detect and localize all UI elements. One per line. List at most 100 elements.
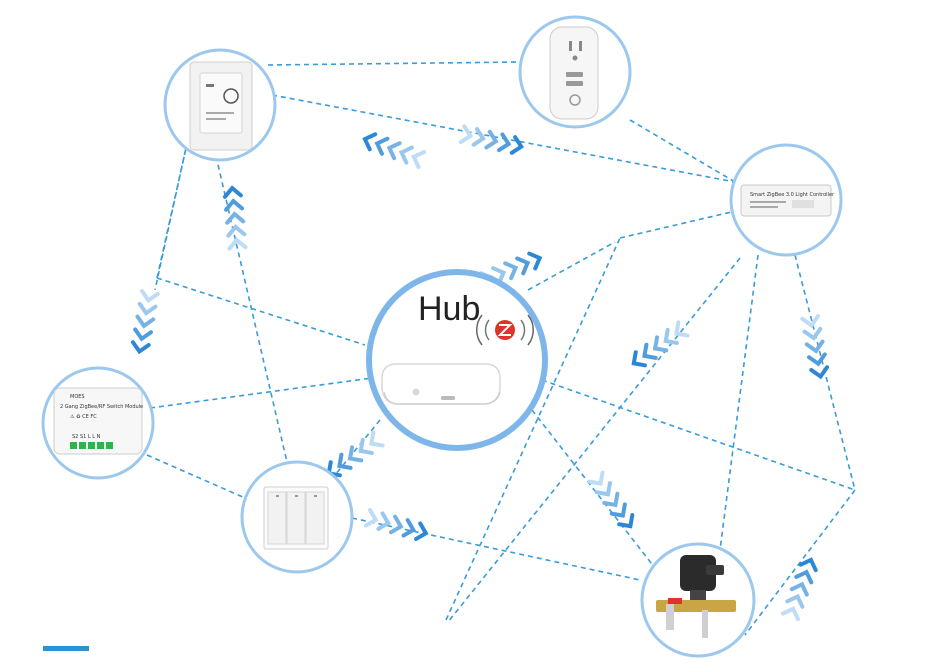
chevron-arrow-group xyxy=(631,320,690,368)
mesh-link xyxy=(447,257,741,623)
chevron xyxy=(794,569,814,585)
chevron xyxy=(609,502,627,518)
chevron xyxy=(515,256,531,276)
chevron-arrow-group xyxy=(587,470,635,529)
chevron xyxy=(594,481,612,497)
switch-module-title: 2 Gang ZigBee/RF Switch Module xyxy=(60,404,143,410)
chevron xyxy=(347,445,364,463)
chevron xyxy=(362,132,378,152)
chevron xyxy=(376,511,391,531)
mesh-link xyxy=(619,209,741,239)
mesh-link xyxy=(744,489,856,636)
chevron xyxy=(809,365,830,380)
terminal-block xyxy=(70,442,113,449)
thermostat-node[interactable] xyxy=(163,48,277,162)
chevron xyxy=(642,342,658,360)
water-valve-node[interactable] xyxy=(640,542,756,658)
chevron xyxy=(785,593,805,609)
chevron xyxy=(503,261,519,281)
hub-node[interactable]: Hub xyxy=(366,269,548,451)
chevron xyxy=(414,521,429,541)
chevron xyxy=(663,327,679,345)
chevron xyxy=(789,581,809,597)
hub-label: Hub xyxy=(418,290,480,328)
chevron xyxy=(388,514,404,535)
chevron xyxy=(802,326,823,341)
chevron xyxy=(497,132,512,153)
mesh-link xyxy=(629,119,736,183)
chevron xyxy=(807,352,827,367)
chevron xyxy=(222,185,243,199)
chevron-arrow-group xyxy=(800,314,830,380)
chevron-arrow-group xyxy=(363,508,429,541)
chevron xyxy=(386,141,402,161)
chevron xyxy=(137,301,158,316)
mesh-link xyxy=(719,254,759,551)
light-controller-node[interactable]: Smart ZigBee 3.0 Light Controller xyxy=(729,143,843,257)
chevron xyxy=(227,237,248,251)
chevron xyxy=(674,320,690,338)
water-valve-icon xyxy=(656,555,736,638)
mesh-link xyxy=(267,61,521,66)
chevron xyxy=(401,518,417,538)
chevron-arrows xyxy=(130,124,830,622)
chevron-arrow-group xyxy=(458,124,525,155)
mesh-link xyxy=(156,147,187,279)
chevron-arrow-group xyxy=(222,185,248,251)
chevron xyxy=(458,124,474,145)
chevron xyxy=(491,266,507,286)
switch-module-icon: MOES 2 Gang ZigBee/RF Switch Module ⚠ ♻ … xyxy=(53,387,143,455)
mesh-link xyxy=(149,377,373,409)
smart-plug-node[interactable] xyxy=(518,15,632,129)
chevron xyxy=(652,335,669,353)
mesh-link xyxy=(445,237,621,621)
chevron xyxy=(617,513,635,529)
thermostat-icon xyxy=(189,61,253,151)
chevron xyxy=(602,491,620,508)
chevron xyxy=(484,129,499,150)
chevron xyxy=(135,314,156,329)
chevron xyxy=(225,211,246,225)
chevron xyxy=(798,557,818,573)
mesh-link xyxy=(527,241,616,291)
wall-switch-icon xyxy=(263,486,329,550)
chevron xyxy=(369,430,385,448)
smart-plug-icon xyxy=(549,26,599,120)
chevron-arrow-group xyxy=(130,289,160,355)
light-controller-icon: Smart ZigBee 3.0 Light Controller xyxy=(740,184,835,217)
zigbee-hub-icon xyxy=(381,363,501,405)
chevron xyxy=(224,198,245,212)
mesh-link xyxy=(541,379,856,491)
wall-switch-node[interactable] xyxy=(240,460,354,574)
chevron xyxy=(471,127,486,147)
chevron xyxy=(363,508,379,528)
chevron xyxy=(527,251,543,271)
chevron xyxy=(337,452,353,470)
chevron xyxy=(139,289,160,304)
chevron xyxy=(800,314,821,329)
switch-module-node[interactable]: MOES 2 Gang ZigBee/RF Switch Module ⚠ ♻ … xyxy=(41,366,155,480)
chevron xyxy=(411,150,427,170)
chevron xyxy=(226,224,247,238)
chevron xyxy=(587,470,605,486)
mesh-link xyxy=(215,155,291,476)
mesh-link xyxy=(351,517,641,581)
chevron xyxy=(374,136,390,156)
chevron xyxy=(804,339,825,354)
zigbee-logo-icon xyxy=(475,314,535,346)
chevron xyxy=(780,606,800,622)
chevron-arrow-group xyxy=(362,132,427,170)
switch-module-brand: MOES xyxy=(70,394,85,400)
chevron xyxy=(398,145,414,165)
light-controller-title: Smart ZigBee 3.0 Light Controller xyxy=(750,192,835,198)
chevron-arrow-group xyxy=(780,557,818,622)
chevron xyxy=(133,327,153,342)
mesh-link xyxy=(156,277,366,346)
chevron xyxy=(509,135,525,155)
switch-module-marks: ⚠ ♻ CE FC xyxy=(70,414,97,420)
mesh-link xyxy=(334,419,381,476)
footer-accent-bar xyxy=(43,646,89,651)
chevron xyxy=(358,437,374,455)
mesh-link xyxy=(531,409,656,569)
